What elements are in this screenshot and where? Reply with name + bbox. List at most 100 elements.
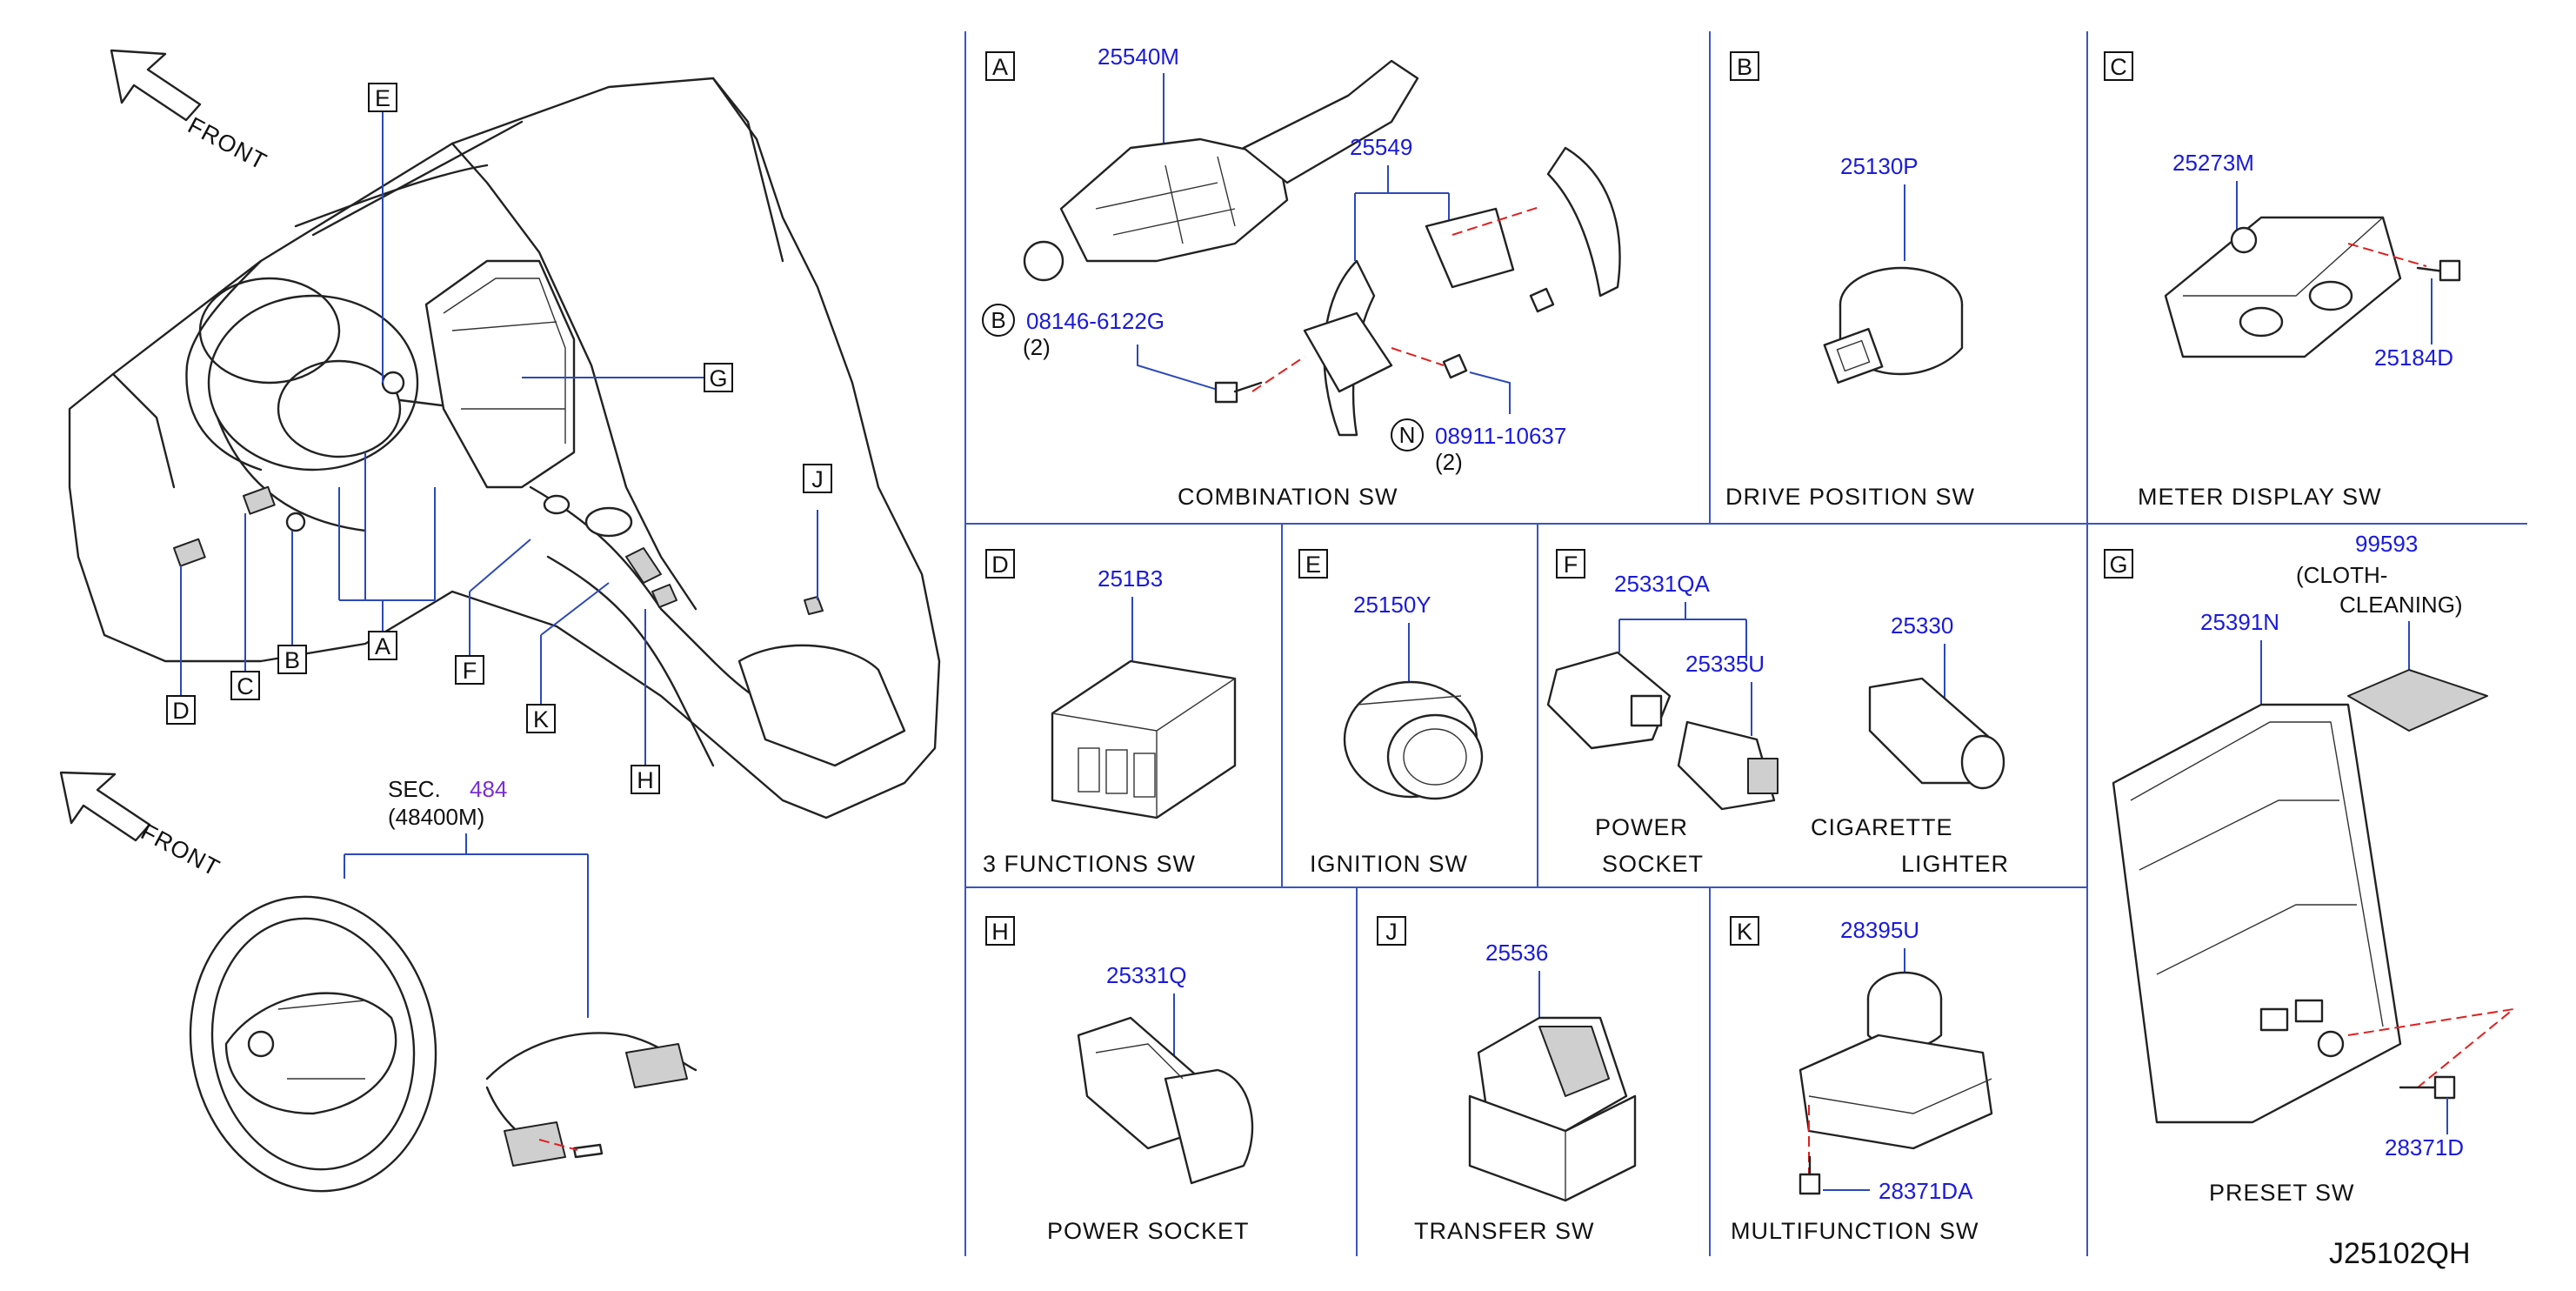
screw-icon-k <box>1799 1155 1821 1195</box>
front-label-top: FRONT <box>184 112 271 175</box>
drive-position-switch-icon <box>1823 266 1964 385</box>
panel-D-title: 3 FUNCTIONS SW <box>983 851 1196 877</box>
nut-qty: (2) <box>1435 449 1463 475</box>
panel-B-title: DRIVE POSITION SW <box>1725 484 1975 510</box>
cloth-note-2: CLEANING) <box>2339 592 2463 618</box>
panel-F-title-right-2: LIGHTER <box>1901 851 2009 877</box>
svg-text:C: C <box>2110 54 2127 80</box>
dashboard-overview: FRONT <box>68 49 941 819</box>
svg-text:J: J <box>1385 919 1398 945</box>
callout-B[interactable]: B <box>277 645 307 674</box>
svg-text:K: K <box>1737 919 1752 945</box>
callout-leaders <box>180 111 818 766</box>
paddle-shifter-icon <box>1303 146 1621 437</box>
preset-switch-panel-icon <box>2112 703 2402 1124</box>
callout-H[interactable]: J <box>803 464 832 493</box>
part-25330[interactable]: 25330 <box>1891 612 1953 639</box>
screw-icon <box>2416 259 2461 282</box>
panel-J: J 25536 TRANSFER SW <box>1377 916 1637 1244</box>
panel-K: K 28395U 28371DA MULTIFUNCTION SW <box>1730 916 1993 1244</box>
transfer-switch-icon <box>1468 1016 1637 1202</box>
callout-C[interactable]: C <box>230 671 260 700</box>
callout-A[interactable]: A <box>368 631 397 660</box>
cigarette-lighter-icon <box>1868 677 2005 790</box>
svg-text:D: D <box>172 698 190 724</box>
front-arrow-icon <box>110 49 202 122</box>
callout-E[interactable]: E <box>368 83 397 112</box>
panel-K-title: MULTIFUNCTION SW <box>1731 1218 1979 1244</box>
svg-text:K: K <box>533 706 549 732</box>
panel-G-title: PRESET SW <box>2209 1180 2355 1206</box>
panel-C: C 25273M 25184D METER DISPLAY SW <box>2104 51 2461 510</box>
combination-switch-icon <box>1023 59 1419 282</box>
panel-F-title-left-1: POWER <box>1595 814 1688 840</box>
panel-grid <box>964 31 2527 1256</box>
svg-text:G: G <box>709 365 727 391</box>
panel-G: G 99593 (CLOTH- CLEANING) 25391N 28371D … <box>2104 531 2517 1206</box>
part-25184D[interactable]: 25184D <box>2374 344 2453 371</box>
panel-E: E 25150Y IGNITION SW <box>1298 549 1484 877</box>
cloth-note-1: (CLOTH- <box>2296 562 2387 588</box>
meter-display-switch-icon <box>2164 216 2402 358</box>
svg-text:B: B <box>284 647 300 673</box>
callout-D[interactable]: D <box>166 695 196 725</box>
panel-F-title-left-2: SOCKET <box>1602 851 1704 877</box>
panel-C-title: METER DISPLAY SW <box>2138 484 2382 510</box>
sec-number[interactable]: 484 <box>470 776 507 802</box>
part-28371DA[interactable]: 28371DA <box>1879 1178 1973 1204</box>
part-25391N[interactable]: 25391N <box>2200 609 2279 635</box>
svg-text:H: H <box>637 767 654 793</box>
panel-A-letter: A <box>992 54 1008 80</box>
panel-H: H 25331Q POWER SOCKET <box>985 916 1254 1244</box>
part-25150Y[interactable]: 25150Y <box>1353 592 1431 618</box>
part-251B3[interactable]: 251B3 <box>1098 565 1163 592</box>
part-08146-6122G[interactable]: 08146-6122G <box>1026 308 1165 334</box>
part-25335U[interactable]: 25335U <box>1685 651 1765 677</box>
part-25130P[interactable]: 25130P <box>1840 153 1919 179</box>
svg-text:A: A <box>375 633 390 659</box>
part-25536[interactable]: 25536 <box>1485 940 1548 966</box>
part-08911-10637[interactable]: 08911-10637 <box>1435 423 1566 449</box>
part-25540M[interactable]: 25540M <box>1098 43 1179 70</box>
panel-B: B 25130P DRIVE POSITION SW <box>1725 51 1975 510</box>
part-25331QA[interactable]: 25331QA <box>1614 571 1711 597</box>
three-functions-switch-icon <box>1051 659 1237 819</box>
panel-J-title: TRANSFER SW <box>1414 1218 1595 1244</box>
callout-G[interactable]: G <box>704 363 733 392</box>
callout-K[interactable]: K <box>526 704 556 733</box>
cleaning-cloth-icon <box>2347 669 2488 732</box>
part-25331Q[interactable]: 25331Q <box>1106 962 1187 988</box>
bolt-qty: (2) <box>1023 334 1051 360</box>
svg-text:F: F <box>463 658 477 684</box>
part-28371D[interactable]: 28371D <box>2385 1134 2464 1161</box>
panel-F: F 25331QA 25335U 25330 POWER SOCKET CIGA… <box>1546 549 2009 877</box>
part-99593[interactable]: 99593 <box>2355 531 2418 557</box>
svg-text:H: H <box>991 919 1009 945</box>
front-label-bottom: FRONT <box>137 819 224 881</box>
sec-label: SEC. <box>388 776 441 802</box>
callout-F[interactable]: F <box>455 655 484 685</box>
svg-text:G: G <box>2109 552 2127 578</box>
power-socket-icon <box>1546 651 1779 811</box>
multifunction-switch-icon <box>1799 971 1993 1150</box>
panel-D: D 251B3 3 FUNCTIONS SW <box>983 549 1237 877</box>
ignition-switch-icon <box>1343 680 1484 800</box>
nut-code: N <box>1399 422 1416 448</box>
callout-J[interactable]: H <box>631 765 660 794</box>
svg-text:C: C <box>237 673 254 699</box>
sec-part: (48400M) <box>388 804 484 830</box>
svg-text:B: B <box>1737 54 1752 80</box>
panel-A-title: COMBINATION SW <box>1178 484 1398 510</box>
svg-text:E: E <box>375 85 390 111</box>
part-25549[interactable]: 25549 <box>1350 134 1412 160</box>
front-arrow-icon-bottom <box>59 771 151 842</box>
part-25273M[interactable]: 25273M <box>2172 150 2254 176</box>
part-28395U[interactable]: 28395U <box>1840 917 1919 943</box>
panel-A: A 25540M 25549 B 08146-6122G (2) <box>982 43 1621 510</box>
svg-text:E: E <box>1305 552 1321 578</box>
panel-H-title: POWER SOCKET <box>1047 1218 1250 1244</box>
panel-E-title: IGNITION SW <box>1310 851 1468 877</box>
bolt-icon <box>1214 381 1263 404</box>
